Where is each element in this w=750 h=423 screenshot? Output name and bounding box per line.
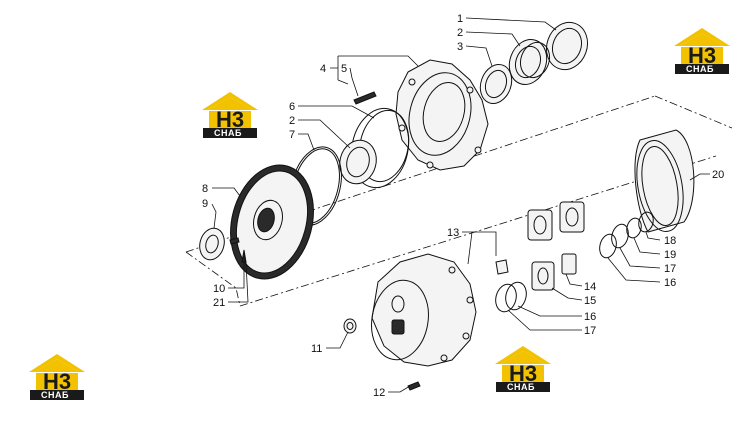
part-8-gear-carrier [230,164,314,280]
callout-15: 15 [584,295,596,307]
svg-text:Н3: Н3 [43,369,71,394]
callout-11: 11 [311,343,322,355]
callout-1: 1 [457,13,463,25]
callout-2-lower: 2 [289,115,295,127]
callout-8: 8 [202,183,208,195]
callout-18: 18 [664,235,676,247]
callout-2-top: 2 [457,27,463,39]
callout-17-lower: 17 [584,325,596,337]
callout-7: 7 [289,129,295,141]
callout-14: 14 [584,281,596,293]
part-5-stud [353,91,377,105]
leader-lines [211,17,710,393]
part-2-bearing-lower [339,139,377,185]
part-9-nut-plate [199,227,225,261]
callout-21: 21 [213,297,225,309]
assembly-axis-line [185,95,733,307]
callout-19: 19 [664,249,676,261]
callout-10: 10 [213,283,225,295]
svg-text:СНАБ: СНАБ [41,390,69,400]
callout-12: 12 [373,387,385,399]
part-3-bearing-cup [479,64,513,104]
callout-16-right: 16 [664,277,676,289]
watermark-logo-top-left: Н3 СНАБ [200,90,260,138]
callout-9: 9 [202,198,208,210]
svg-text:СНАБ: СНАБ [507,382,535,392]
callout-5: 5 [341,63,347,75]
part-planet-gears [527,201,585,291]
svg-text:СНАБ: СНАБ [214,128,242,138]
callout-17-right: 17 [664,263,676,275]
watermark-logo-bottom-left: Н3 СНАБ [27,352,87,400]
part-4-hub [395,59,489,171]
part-13-pin [495,259,509,275]
part-washers [495,211,654,313]
svg-text:Н3: Н3 [216,107,244,132]
part-12-screw [407,381,421,391]
callout-20: 20 [712,169,724,181]
callout-labels: 1 2 3 4 5 6 2 7 8 9 10 21 13 11 12 14 15… [202,13,724,399]
part-1-seal [545,21,589,71]
svg-text:Н3: Н3 [509,361,537,386]
callout-6: 6 [289,101,295,113]
svg-text:СНАБ: СНАБ [686,64,714,74]
part-2-bearing-top [508,39,551,85]
part-20-ring-gear [634,129,695,233]
callout-13: 13 [447,227,459,239]
planetary-housing [371,253,477,367]
svg-text:Н3: Н3 [688,43,716,68]
callout-16-lower: 16 [584,311,596,323]
watermark-logo-top-right: Н3 СНАБ [672,26,732,74]
part-11-plug [343,318,357,334]
watermark-logo-bottom-center: Н3 СНАБ [493,344,553,392]
callout-3: 3 [457,41,463,53]
callout-4: 4 [320,63,326,75]
